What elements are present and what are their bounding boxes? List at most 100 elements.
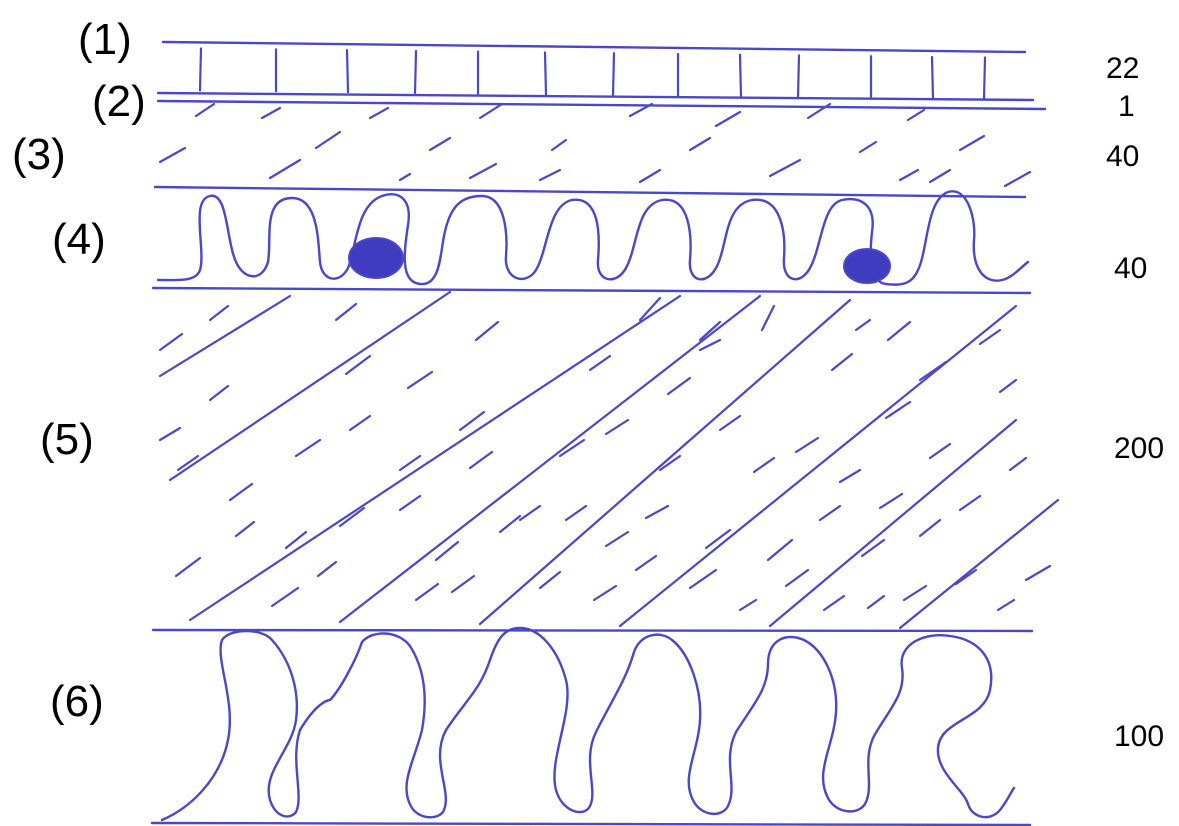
layer-5-dash [832, 354, 852, 370]
layer-6-loop [736, 637, 874, 811]
layer-1-tick [347, 50, 348, 92]
layer-5-dash [476, 322, 498, 340]
layer-3-dash [270, 160, 300, 178]
layer-5-dash [886, 402, 910, 418]
layer-5-dash [160, 428, 180, 440]
layer-5-dash [762, 306, 774, 330]
layer-6-loop [446, 628, 596, 812]
layer-3-dash [540, 170, 560, 180]
layer-5-diagonal-line [620, 306, 1016, 626]
layer-3-dash [370, 108, 388, 118]
layer-1-label: (1) [78, 18, 132, 62]
layer-5-dash [820, 506, 840, 520]
layer-5-dash [786, 570, 808, 586]
layer-4-label: (4) [52, 218, 106, 262]
layer-1-tick [200, 48, 201, 90]
layer-5-dash [296, 440, 320, 456]
layer-5-diagonal-line [340, 296, 760, 622]
layer-6-loop [596, 635, 736, 814]
layer-3-dash [196, 104, 214, 116]
boundary-line-1-2 [158, 93, 1033, 100]
layer-6-label: (6) [50, 680, 104, 724]
layer-3-dash [640, 170, 660, 182]
layer-5-value: 200 [1114, 434, 1164, 464]
layer-1-tick [545, 52, 546, 94]
layer-6-loops [162, 628, 1014, 820]
layer-3-dash [770, 160, 800, 176]
layer-6-loop [300, 633, 446, 817]
layer-3-dashes [160, 104, 1030, 186]
layer-5-dash [1000, 380, 1016, 392]
layer-5-dash [636, 556, 656, 570]
layer-5-dash [824, 596, 844, 610]
layer-3-dash [860, 142, 876, 152]
boundary-line-2-3 [158, 101, 1045, 109]
boundary-line-4-5 [153, 288, 1030, 293]
layer-5-dash [690, 570, 716, 588]
layer-4-dot-left [349, 238, 403, 278]
layer-5-diagonal-line [170, 292, 450, 480]
layer-3-dash [262, 108, 280, 118]
layer-5-dash [340, 508, 364, 526]
layer-3-dash [716, 112, 740, 126]
layer-6-loop [162, 631, 300, 820]
layer-4-wave-line [158, 191, 1028, 284]
layer-5-dash [540, 572, 560, 588]
layer-2-label: (2) [92, 80, 146, 124]
layer-5-dash [720, 416, 740, 430]
layer-5-dash [930, 444, 950, 458]
layer-3-dash [316, 132, 340, 148]
layer-1-tick [984, 58, 985, 100]
layer-5-dash [1010, 458, 1026, 470]
layer-6-loop [874, 635, 1014, 817]
layer-5-dash [408, 372, 432, 388]
layer-4-value: 40 [1114, 254, 1147, 284]
layer-2-value: 1 [1118, 92, 1135, 122]
layer-5-dash [960, 496, 980, 510]
layer-5-dash [856, 320, 870, 330]
layer-1-tick [932, 57, 933, 99]
layer-5-dash [272, 588, 298, 606]
layer-5-dash [210, 386, 228, 400]
layer-5-dash [796, 438, 818, 452]
layer-3-dash [900, 170, 918, 180]
layer-3-dash [552, 140, 566, 150]
layer-1-vertical-ticks [200, 48, 985, 99]
layer-3-dash [430, 138, 450, 150]
layer-3-dash [400, 174, 410, 180]
layer-3-dash [930, 170, 950, 182]
layer-5-dash [956, 570, 976, 584]
layer-5-dash [998, 600, 1014, 610]
layer-5-dash [416, 584, 438, 600]
layer-1-tick [613, 53, 614, 95]
layer-5-dash [668, 378, 690, 394]
layer-5-dash [920, 520, 940, 536]
layer-3-dash [960, 136, 984, 150]
layer-5-dash [868, 596, 884, 608]
layer-5-dash [768, 540, 792, 560]
layer-3-dash [470, 164, 496, 178]
boundary-line-top [163, 42, 1025, 52]
layer-4-waves [158, 191, 1028, 284]
layer-3-dash [908, 110, 924, 120]
layer-5-dash [904, 586, 926, 600]
layer-5-dash [888, 322, 910, 340]
layer-4-dot-right [844, 249, 890, 283]
layer-1-tick [740, 55, 741, 97]
layer-1-tick [798, 55, 799, 97]
layer-5-dash [606, 420, 628, 434]
boundary-line-3-4 [155, 187, 1025, 197]
layer-5-dash [210, 306, 228, 320]
layer-5-dash [452, 576, 474, 592]
layer-5-dash [400, 496, 420, 510]
layer-5-dash [160, 334, 182, 350]
layer-5-dash [590, 356, 610, 370]
layer-3-dash [480, 104, 502, 118]
layer-5-dash [840, 470, 860, 482]
layer-5-dash [350, 416, 370, 430]
layer-5-diagonal-line [770, 420, 1016, 626]
layer-5-diagonal-lines [160, 292, 1058, 628]
layer-5-diagonal-line [190, 296, 680, 620]
